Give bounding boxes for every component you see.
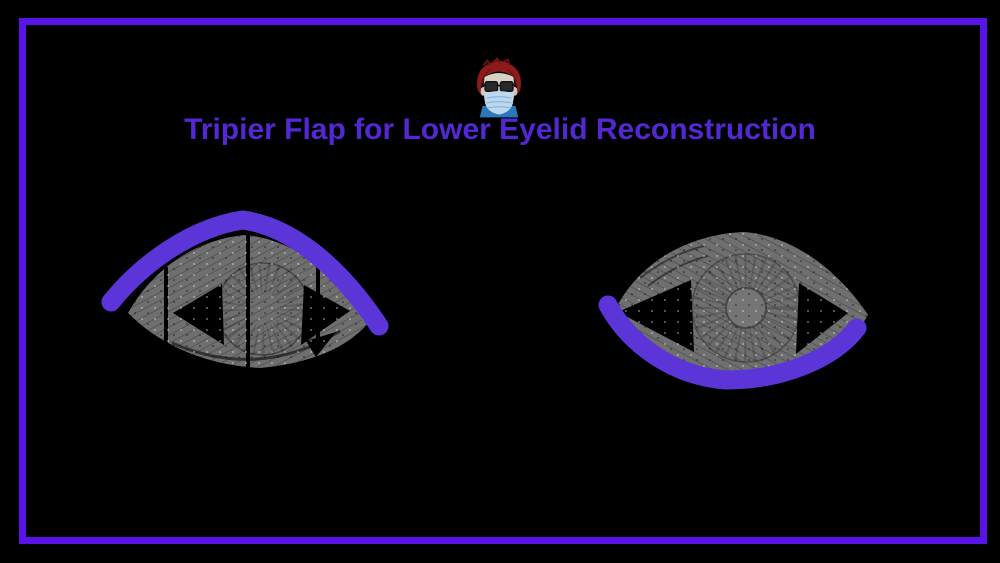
hair-spikes (482, 57, 511, 66)
page-title: Tripier Flap for Lower Eyelid Reconstruc… (184, 113, 816, 146)
left-eye-svg (101, 210, 389, 371)
hair (477, 60, 521, 95)
surgeon-avatar-icon (472, 57, 526, 118)
glasses-left-lens (484, 81, 499, 93)
right-eye-svg (598, 232, 868, 390)
glasses-right-lens (499, 81, 514, 93)
right-eye-illustration (596, 220, 886, 400)
surgeon-avatar-svg (477, 57, 521, 118)
hair-strands (480, 68, 518, 85)
upper-lid-highlight-arc (101, 210, 389, 336)
left-eye-illustration (100, 205, 400, 390)
border-frame (19, 18, 987, 544)
eye-sketch-stipple (128, 235, 368, 368)
eye-sketch-stipple (616, 232, 868, 375)
glasses-bridge (481, 83, 517, 88)
lower-lid-highlight-arc (598, 295, 867, 390)
mask-pleats (486, 96, 512, 109)
